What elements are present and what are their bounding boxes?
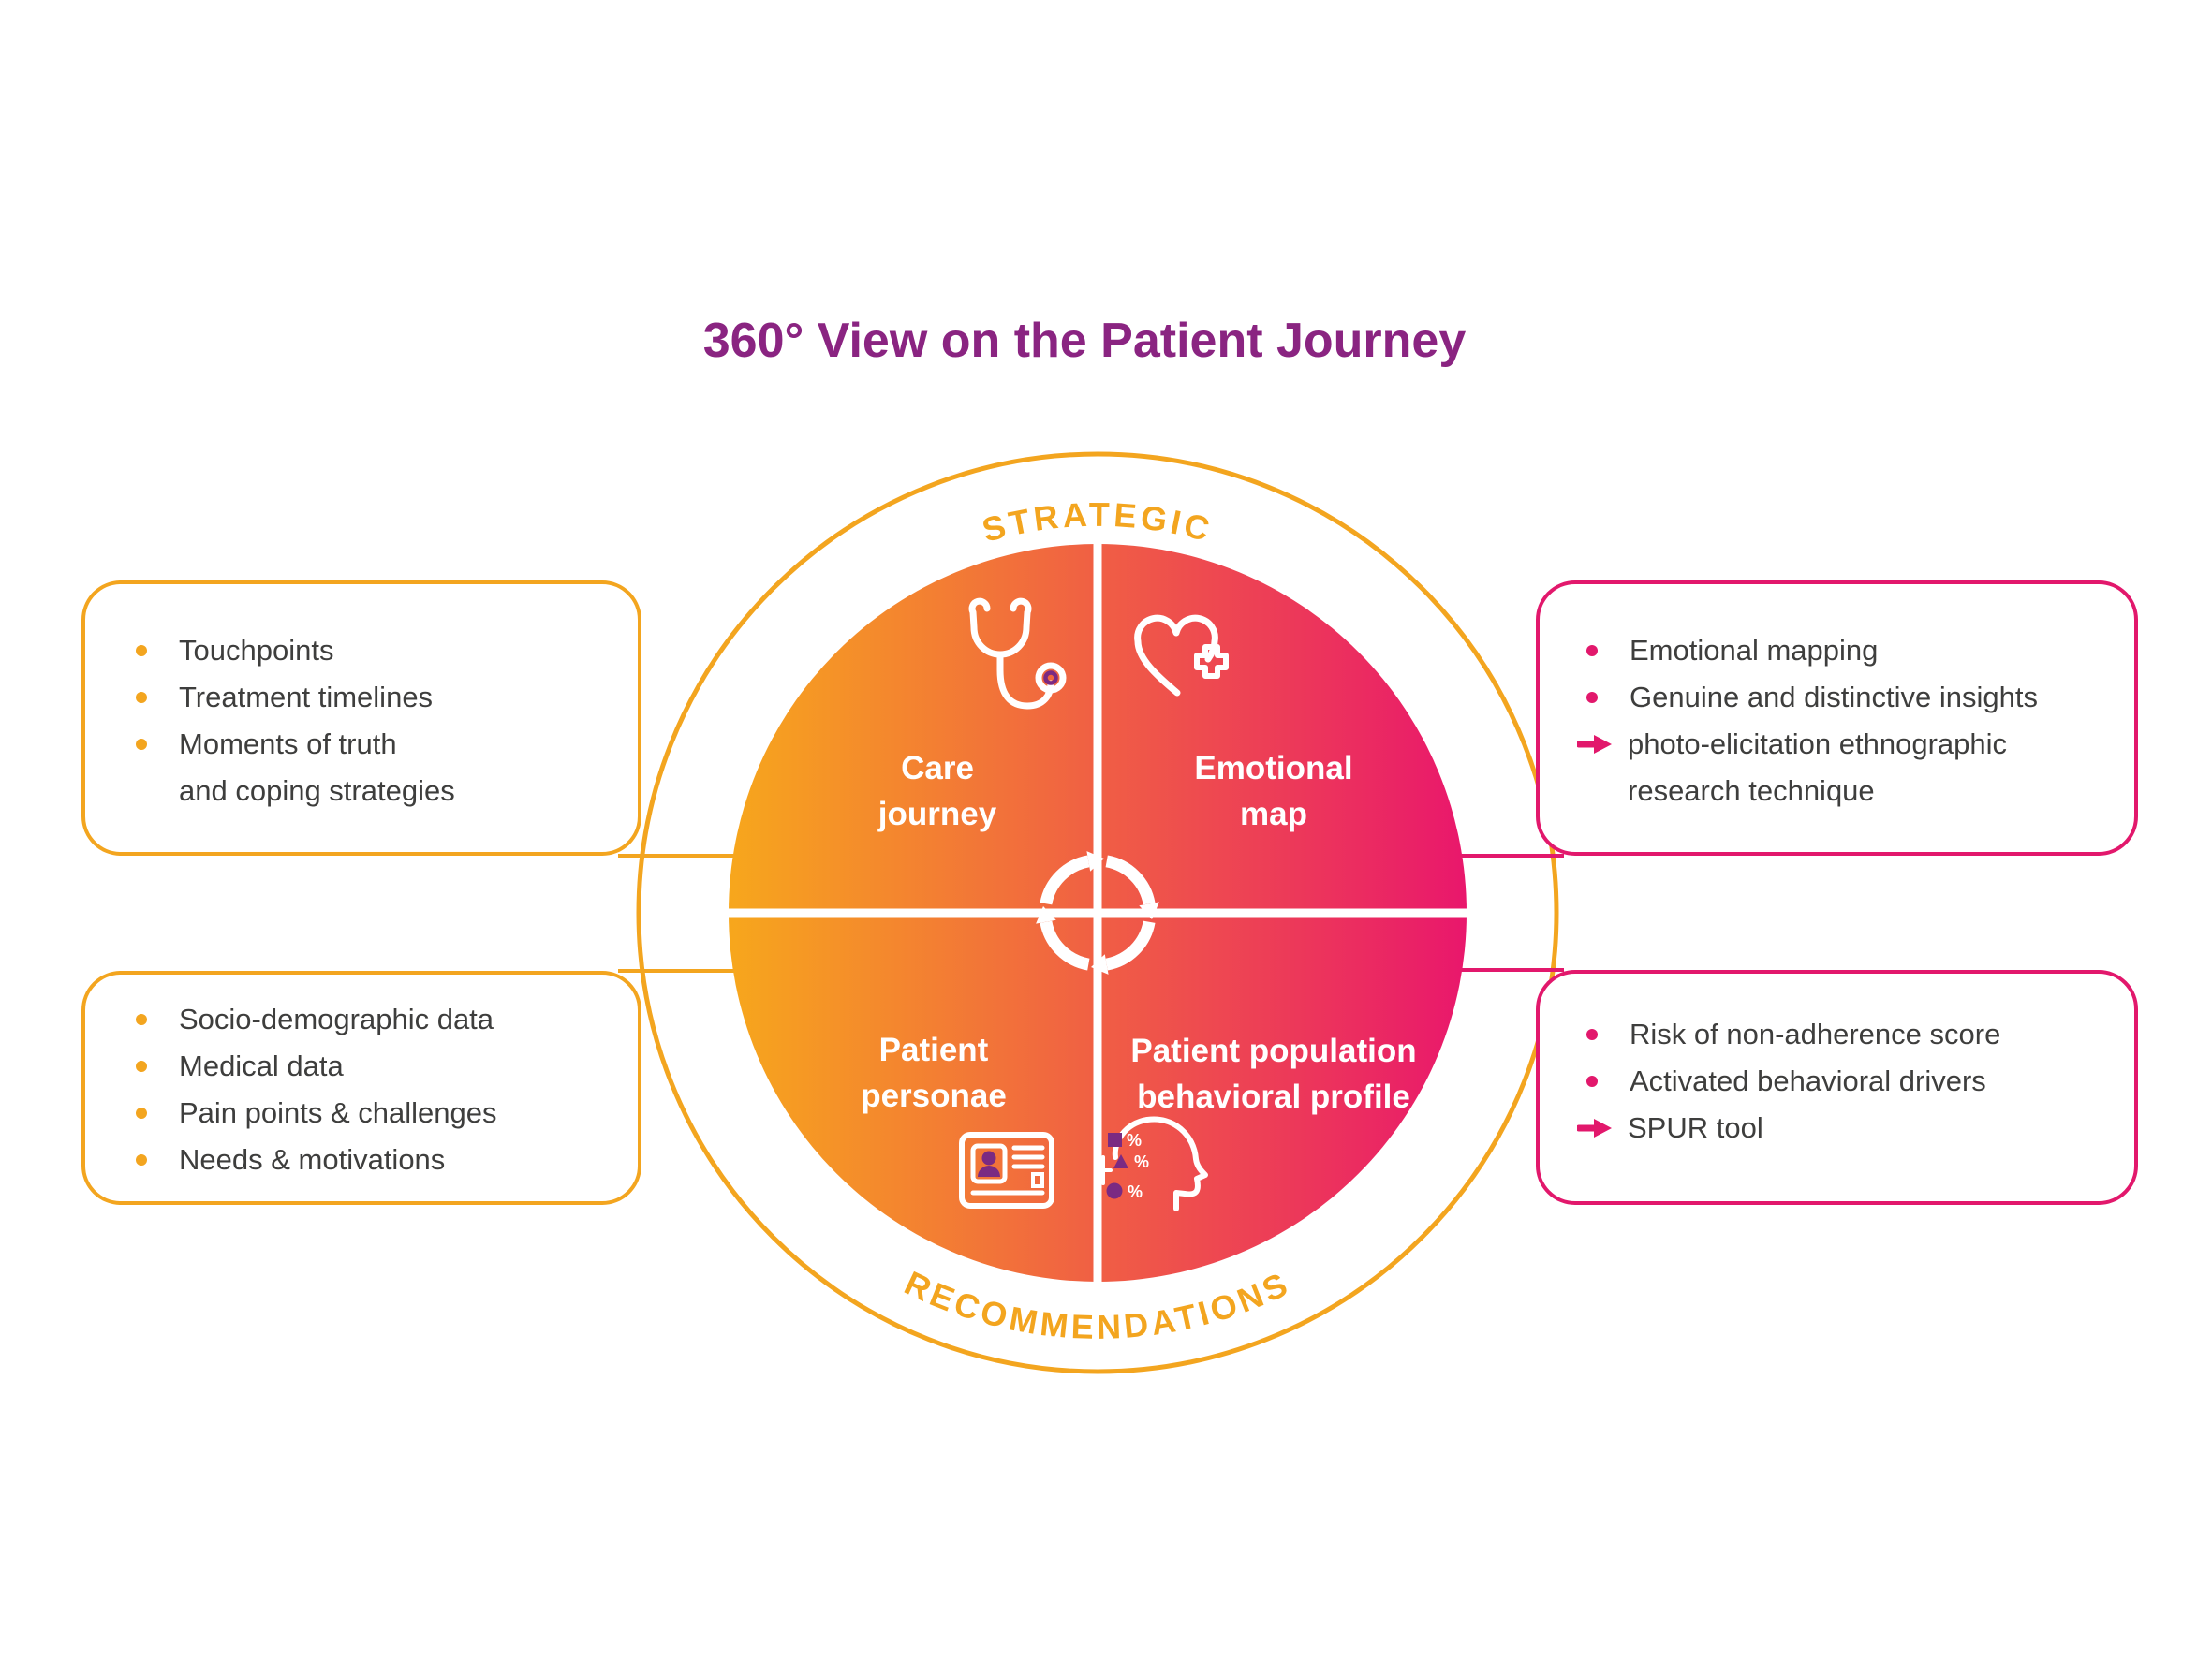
bullet-dot-icon: [1586, 1029, 1598, 1040]
quadrant-dividers: [729, 544, 1467, 1282]
bullet-dot-icon: [136, 692, 147, 703]
list-item: Socio-demographic data: [126, 996, 619, 1043]
care-journey-list: Touchpoints Treatment timelines Moments …: [126, 627, 619, 815]
id-card-icon: [959, 1132, 1054, 1209]
list-item: Medical data: [126, 1043, 619, 1090]
bullet-dot-icon: [136, 1108, 147, 1119]
bullet-dot-icon: [1586, 1076, 1598, 1087]
svg-text:%: %: [1128, 1182, 1143, 1201]
patient-personae-list: Socio-demographic data Medical data Pain…: [126, 996, 619, 1183]
stethoscope-icon: [968, 597, 1067, 710]
quadrant-label-patient-personae: Patient personae: [861, 1032, 1007, 1114]
info-box-behavioral-profile: Risk of non-adherence score Activated be…: [1536, 970, 2138, 1205]
info-box-patient-personae: Socio-demographic data Medical data Pain…: [81, 971, 641, 1205]
list-item: Risk of non-adherence score: [1577, 1011, 2116, 1058]
info-box-care-journey: Touchpoints Treatment timelines Moments …: [81, 580, 641, 856]
bullet-dot-icon: [136, 1154, 147, 1166]
bullet-dot-icon: [136, 1014, 147, 1025]
bullet-dot-icon: [136, 645, 147, 656]
list-item: Pain points & challenges: [126, 1090, 619, 1137]
heart-plus-icon: [1134, 614, 1229, 697]
list-item: SPUR tool: [1577, 1105, 2116, 1152]
quadrant-label-emotional-map: Emotional map: [1194, 750, 1353, 832]
bullet-dot-icon: [136, 739, 147, 750]
list-item: Genuine and distinctive insights: [1577, 674, 2116, 721]
svg-text:%: %: [1134, 1152, 1149, 1171]
connector-lines: [618, 854, 1564, 973]
list-item: Needs & motivations: [126, 1137, 619, 1183]
list-item: Activated behavioral drivers: [1577, 1058, 2116, 1105]
info-box-emotional-map: Emotional mapping Genuine and distinctiv…: [1536, 580, 2138, 856]
quadrant-label-care-journey: Care journey: [877, 750, 997, 832]
bullet-dot-icon: [1586, 645, 1598, 656]
head-analytics-icon: % % %: [1101, 1116, 1208, 1211]
list-item: Touchpoints: [126, 627, 619, 674]
page-title: 360° View on the Patient Journey: [702, 314, 1467, 368]
arrow-bullet-icon: [1577, 1119, 1612, 1138]
list-item: Moments of truth and coping strategies: [126, 721, 619, 815]
emotional-map-list: Emotional mapping Genuine and distinctiv…: [1577, 627, 2116, 815]
list-item: photo-elicitation ethnographic research …: [1577, 721, 2116, 815]
bullet-dot-icon: [1586, 692, 1598, 703]
list-item: Emotional mapping: [1577, 627, 2116, 674]
outer-ring: [636, 451, 1559, 1374]
strategic-arc-label: STRATEGIC: [978, 495, 1217, 550]
behavioral-profile-list: Risk of non-adherence score Activated be…: [1577, 1011, 2116, 1152]
arrow-bullet-icon: [1577, 735, 1612, 754]
bullet-dot-icon: [136, 1061, 147, 1072]
quadrant-label-patient-population: Patient population behavioral profile: [1130, 1033, 1417, 1115]
list-item: Treatment timelines: [126, 674, 619, 721]
svg-text:%: %: [1127, 1131, 1142, 1150]
